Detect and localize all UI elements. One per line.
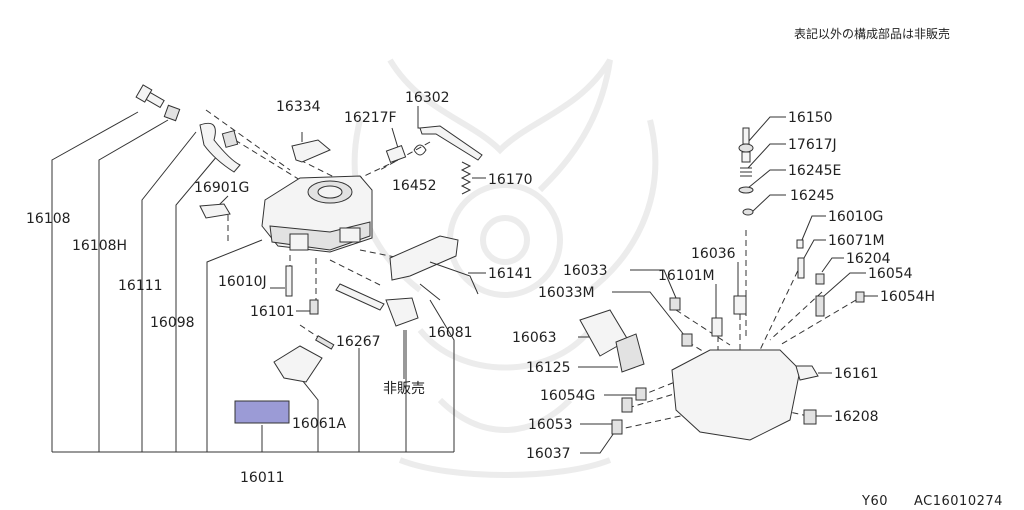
label-16217f[interactable]: 16217F: [344, 110, 397, 126]
label-16452[interactable]: 16452: [392, 178, 437, 194]
jet-16054h: [855, 291, 865, 303]
washer-16245: [742, 208, 754, 216]
label-16302[interactable]: 16302: [405, 90, 450, 106]
label-17617j[interactable]: 17617J: [788, 137, 837, 153]
label-16101m[interactable]: 16101M: [658, 268, 715, 284]
jet-16053: [621, 397, 633, 413]
switch-16334: [291, 139, 331, 163]
label-16108h[interactable]: 16108H: [72, 238, 127, 254]
washer-16245e: [738, 186, 754, 194]
left-leader-lines: [51, 106, 486, 453]
label-16334[interactable]: 16334: [276, 99, 321, 115]
spring-16170: [460, 161, 472, 195]
label-16101[interactable]: 16101: [250, 304, 295, 320]
label-16141[interactable]: 16141: [488, 266, 533, 282]
clip-16452: [413, 144, 427, 156]
label-16161[interactable]: 16161: [834, 366, 879, 382]
pin-16061a: [315, 335, 335, 350]
label-16063[interactable]: 16063: [512, 330, 557, 346]
label-16170[interactable]: 16170: [488, 172, 533, 188]
lever-16302: [419, 125, 483, 161]
label-16125[interactable]: 16125: [526, 360, 571, 376]
label-16054[interactable]: 16054: [868, 266, 913, 282]
clip-16161: [795, 365, 819, 381]
hose-16111: [199, 122, 241, 173]
label-16054g[interactable]: 16054G: [540, 388, 595, 404]
left-labels: 16108 16108H 16111 16098 16334 16217F 16…: [26, 90, 533, 486]
plate-16125: [615, 333, 645, 373]
label-16011[interactable]: 16011: [240, 470, 285, 486]
nut-16108h: [163, 104, 181, 122]
right-labels: 16150 17617J 16245E 16245 16010G 16071M …: [512, 110, 935, 462]
fitting-16098: [221, 130, 239, 148]
label-16208[interactable]: 16208: [834, 409, 879, 425]
diagram-code: AC16010274: [914, 494, 1003, 509]
valve-16036: [733, 295, 747, 315]
label-not-sold: 非販売: [383, 381, 425, 397]
label-16033[interactable]: 16033: [563, 263, 608, 279]
watermark-emblem: [351, 58, 659, 478]
label-16010j[interactable]: 16010J: [218, 274, 267, 290]
label-16010g[interactable]: 16010G: [828, 209, 883, 225]
jet-16033m: [681, 333, 693, 347]
bolt-16108: [135, 84, 165, 109]
right-parts: [579, 127, 865, 441]
label-16111[interactable]: 16111: [118, 278, 163, 294]
spring-17617j: [740, 167, 752, 177]
label-16054h[interactable]: 16054H: [880, 289, 935, 305]
repair-kit-16011-highlight[interactable]: [234, 400, 290, 424]
bracket-16141: [389, 235, 459, 281]
model-code: Y60: [861, 494, 888, 509]
label-16071m[interactable]: 16071M: [828, 233, 885, 249]
label-16061a[interactable]: 16061A: [292, 416, 347, 432]
label-16267[interactable]: 16267: [336, 334, 381, 350]
hose-16267: [335, 283, 385, 311]
rod-16071m: [797, 257, 805, 279]
label-16053[interactable]: 16053: [528, 417, 573, 433]
jet-16101: [309, 299, 319, 315]
not-sold-note: 表記以外の構成部品は非販売: [794, 26, 950, 41]
label-16081[interactable]: 16081: [428, 325, 473, 341]
plug-16208: [803, 409, 817, 425]
jet-16101m: [711, 317, 723, 337]
float-chamber-body: [671, 349, 801, 441]
label-16245[interactable]: 16245: [790, 188, 835, 204]
jet-16204: [815, 273, 825, 285]
label-16037[interactable]: 16037: [526, 446, 571, 462]
cap-16217f: [385, 144, 407, 164]
jet-16054g: [635, 387, 647, 401]
carburetor-body: [261, 175, 373, 253]
jet-16033: [669, 297, 681, 311]
diaphragm-not-sold: [385, 297, 419, 327]
jet-16054: [815, 295, 825, 317]
label-16150[interactable]: 16150: [788, 110, 833, 126]
label-16098[interactable]: 16098: [150, 315, 195, 331]
left-parts: [135, 84, 483, 424]
label-16245e[interactable]: 16245E: [788, 163, 841, 179]
label-16108[interactable]: 16108: [26, 211, 71, 227]
screw-16010g: [796, 239, 804, 249]
rod-16081: [419, 261, 479, 301]
label-16204[interactable]: 16204: [846, 251, 891, 267]
kit-16061a: [273, 345, 323, 383]
jet-16037: [611, 419, 623, 435]
needle-valve-16150: [738, 127, 754, 163]
label-16033m[interactable]: 16033M: [538, 285, 595, 301]
label-16036[interactable]: 16036: [691, 246, 736, 262]
screw-16010j: [285, 265, 293, 297]
label-16901g[interactable]: 16901G: [194, 180, 249, 196]
bracket-16901g: [199, 203, 231, 219]
